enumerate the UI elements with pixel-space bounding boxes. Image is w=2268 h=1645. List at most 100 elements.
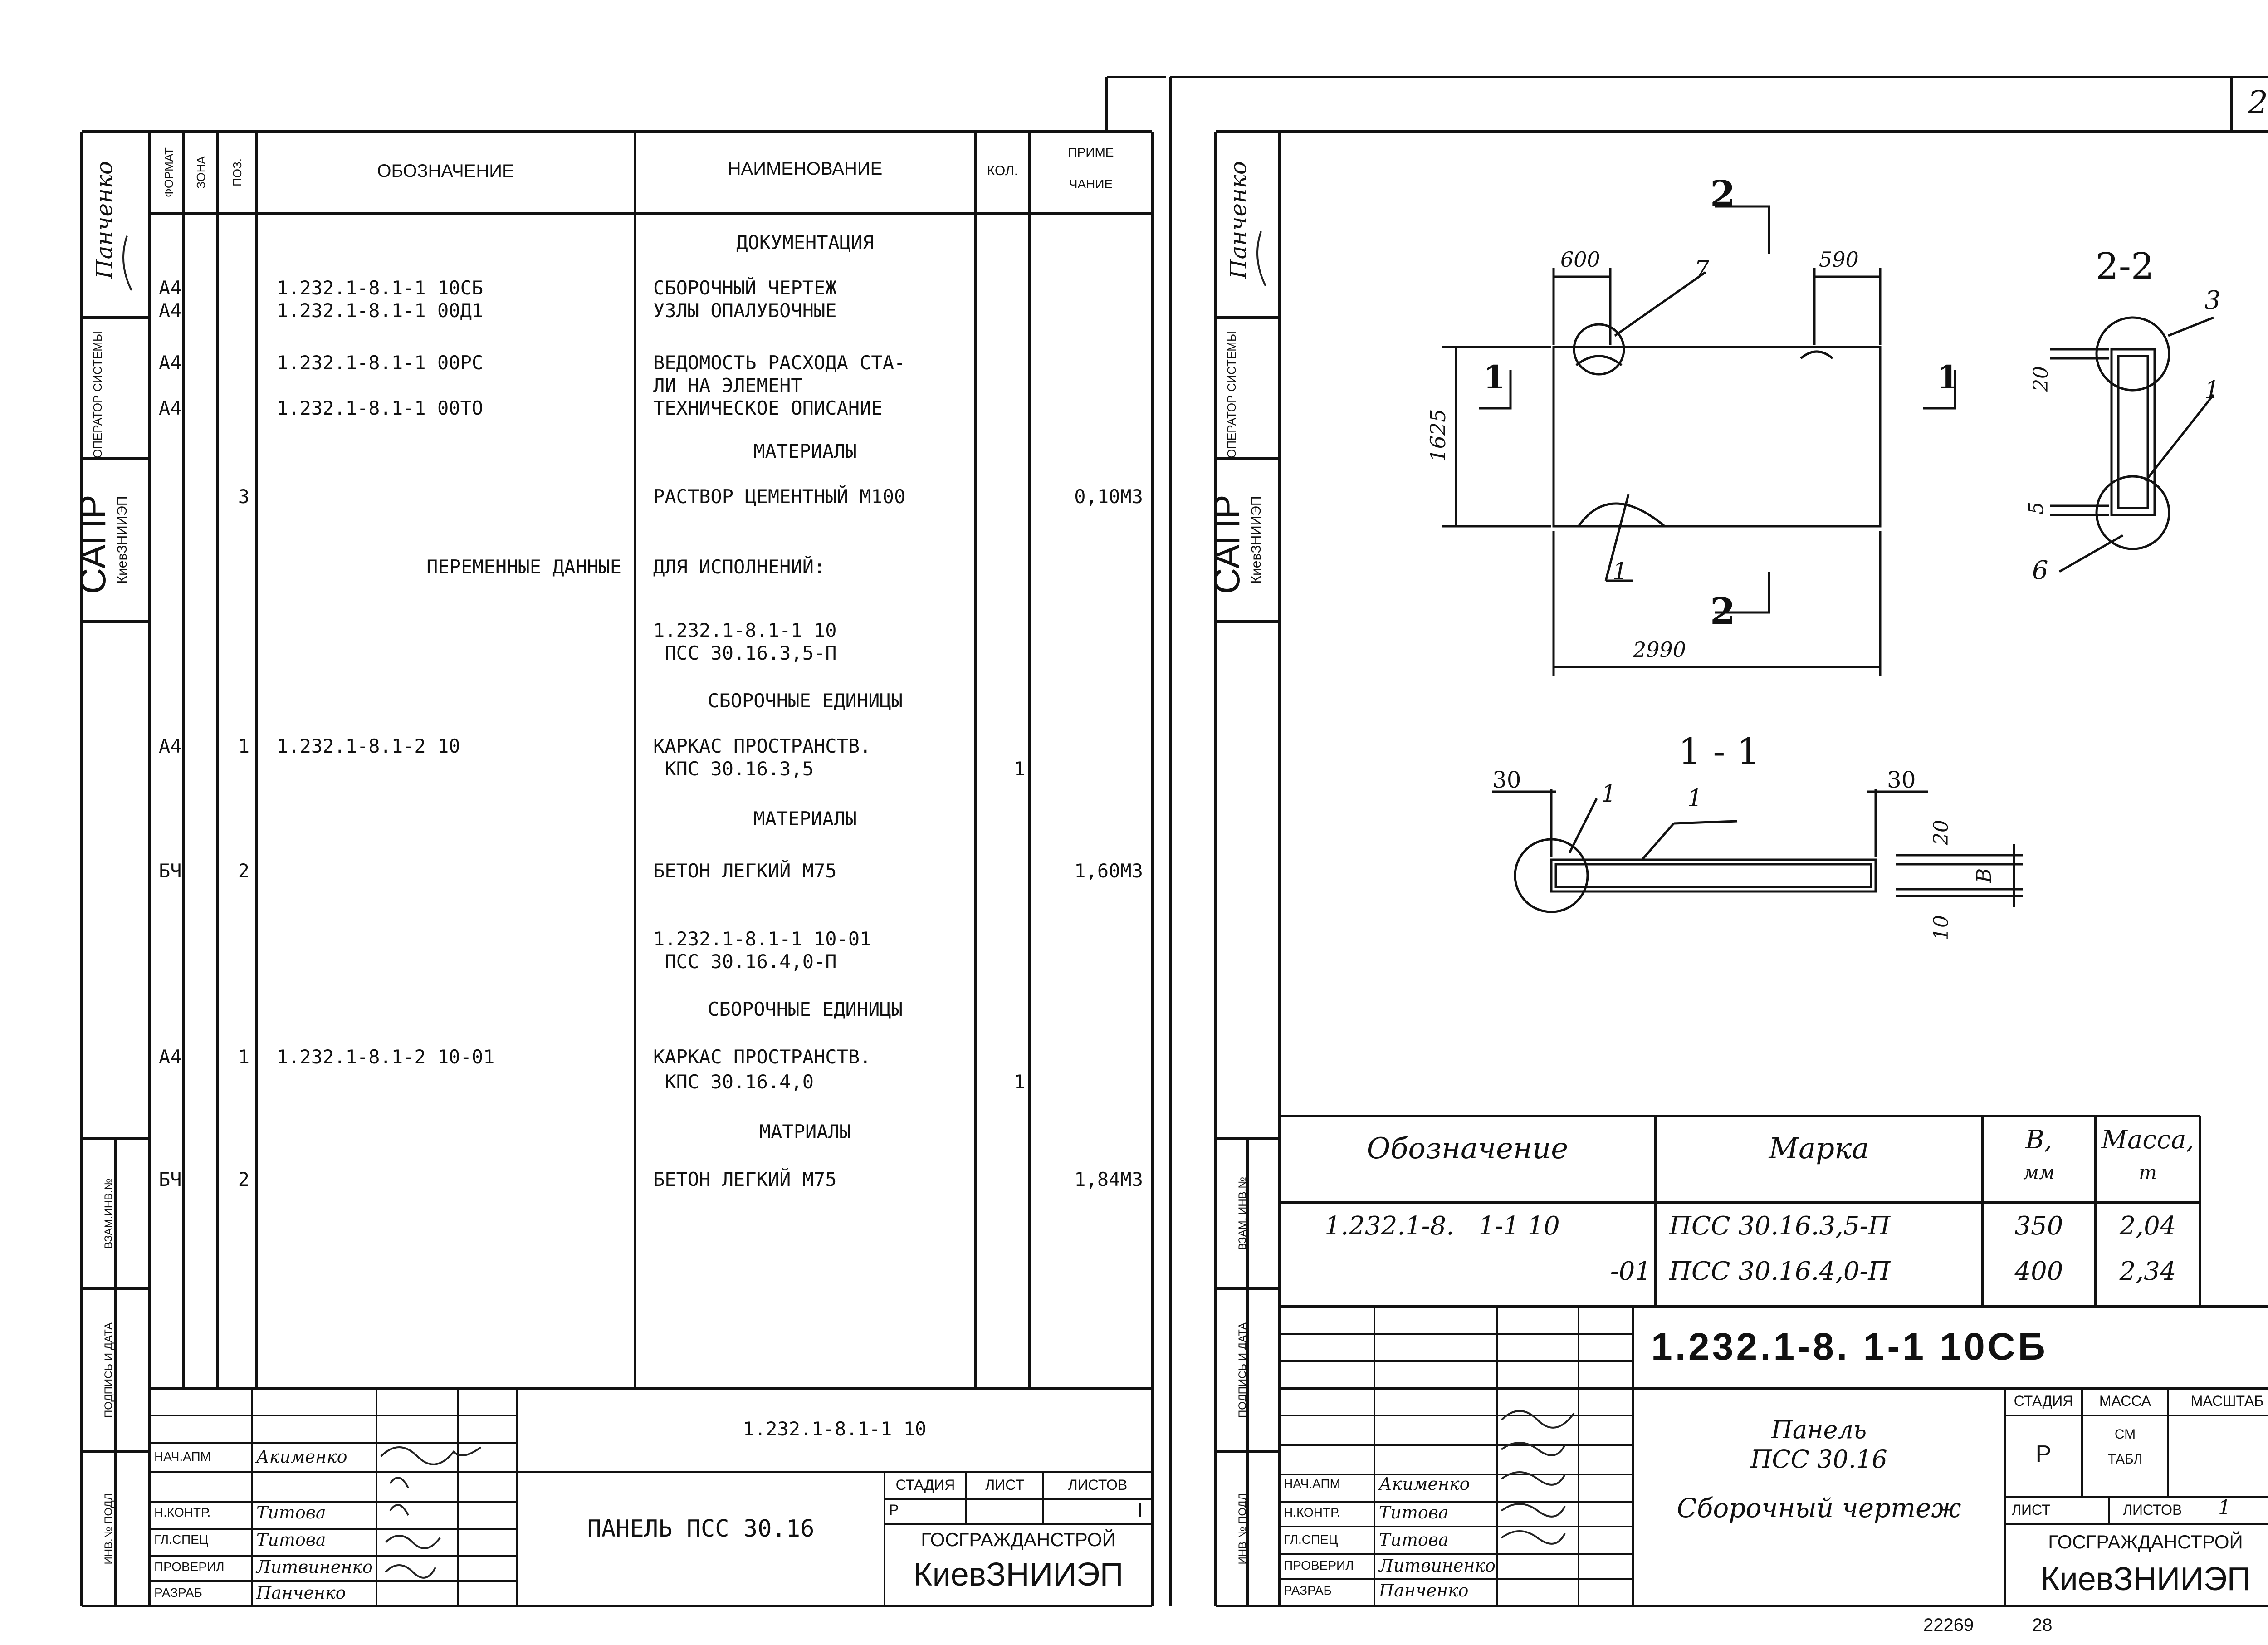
section-1-1-dim-20: 20	[1930, 820, 1953, 845]
title-role-label: ПРОВЕРИЛ	[154, 1560, 225, 1574]
right-stamp-signature-name: Панченко	[1225, 161, 1251, 279]
right-title-sheets: 1	[2218, 1496, 2231, 1519]
plan-section-mark-top: 2	[1710, 172, 1735, 215]
title-signer-name: Литвиненко	[256, 1557, 373, 1577]
spec-row-pos: 1	[238, 1046, 249, 1068]
section-1-1-dim-10: 10	[1930, 915, 1953, 940]
section-1-1-callout-1a: 1	[1601, 780, 1617, 808]
spec-row-format: БЧ	[159, 860, 182, 882]
header-name: НАИМЕНОВАНИЕ	[728, 159, 883, 179]
spec-row-format: А4	[159, 735, 182, 757]
spec-row-name: ДОКУМЕНТАЦИЯ	[736, 231, 874, 254]
right-title-mass-label: МАССА	[2099, 1393, 2151, 1409]
spec-row-name: ПСС 30.16.3,5-П	[653, 642, 837, 664]
marks-header-mark: Марка	[1769, 1132, 1869, 1165]
title-signer-name: Акименко	[256, 1447, 347, 1467]
panel-plan-view	[1442, 205, 1956, 676]
plan-dim-600: 600	[1560, 247, 1600, 272]
title-role-label: Н.КОНТР.	[1284, 1505, 1340, 1519]
right-title-sheet-label: ЛИСТ	[2012, 1502, 2051, 1518]
left-title-stage-label: СТАДИЯ	[895, 1477, 955, 1493]
spec-row-designation: ПЕРЕМЕННЫЕ ДАННЫЕ	[426, 556, 621, 578]
section-1-1	[1492, 789, 2023, 913]
spec-row-qty: 1	[1013, 758, 1025, 780]
spec-row-name: СБОРОЧНЫЕ ЕДИНИЦЫ	[708, 998, 903, 1020]
header-format: ФОРМАТ	[162, 147, 176, 197]
plan-section-mark-bottom: 2	[1710, 590, 1735, 632]
spec-row-name: МАТЕРИАЛЫ	[753, 808, 857, 830]
left-stamp-label-vzam: ВЗАМ.ИНВ.№	[103, 1178, 115, 1249]
title-role-label: НАЧ.АПМ	[154, 1449, 211, 1464]
spec-row-format: БЧ	[159, 1168, 182, 1190]
title-role-label: Н.КОНТР.	[154, 1505, 211, 1519]
right-title-name-2: ПСС 30.16	[1750, 1445, 1887, 1474]
spec-row-pos: 3	[238, 485, 249, 508]
title-signer-name: Титова	[256, 1503, 326, 1523]
left-title-sheet-label: ЛИСТ	[985, 1477, 1024, 1493]
spec-row-qty: 1	[1013, 1071, 1025, 1093]
marks-row1-mark: ПСС 30.16.3,5-П	[1669, 1211, 1891, 1241]
header-note-line1: ПРИМЕ	[1068, 145, 1114, 159]
left-stamp-sapr-org: КиевЗНИИЭП	[115, 496, 130, 584]
spec-row-note: 1,60М3	[1074, 860, 1143, 882]
left-title-org-1: ГОСГРАЖДАНСТРОЙ	[921, 1529, 1116, 1550]
section-1-1-dim-b: В	[1973, 868, 1996, 883]
right-title-stage: Р	[2035, 1441, 2052, 1467]
section-2-2-dim-5: 5	[2025, 502, 2048, 514]
spec-row-format: А4	[159, 277, 182, 299]
spec-row-note: 1,84М3	[1074, 1168, 1143, 1190]
spec-row-name: КАРКАС ПРОСТРАНСТВ.	[653, 1046, 871, 1068]
right-stamp-sapr-title: САПР	[1207, 494, 1247, 594]
right-stamp-sapr-org: КиевЗНИИЭП	[1249, 496, 1264, 584]
footer-number: 22269	[1923, 1615, 1974, 1635]
plan-section1-mark-left: 1	[1483, 358, 1505, 396]
left-title-org-2: КиевЗНИИЭП	[913, 1557, 1124, 1593]
spec-row-pos: 2	[238, 1168, 249, 1190]
spec-row-name: КПС 30.16.4,0	[653, 1071, 814, 1093]
plan-callout-7: 7	[1694, 256, 1710, 284]
title-signer-name: Панченко	[1379, 1581, 1469, 1601]
spec-row-name: РАСТВОР ЦЕМЕНТНЫЙ М100	[653, 485, 906, 508]
signature-scribbles	[122, 231, 1575, 1579]
spec-row-name: БЕТОН ЛЕГКИЙ М75	[653, 860, 837, 882]
left-title-sheets-label: ЛИСТОВ	[1068, 1477, 1128, 1493]
spec-row-designation: 1.232.1-8.1-1 00ТО	[277, 397, 484, 419]
spec-row-name: СБОРОЧНЫЙ ЧЕРТЕЖ	[653, 277, 837, 299]
section-2-2-dim-20: 20	[2029, 366, 2053, 392]
spec-row-pos: 2	[238, 860, 249, 882]
spec-row-format: А4	[159, 352, 182, 374]
marks-header-b-unit: мм	[2023, 1161, 2055, 1184]
left-stamp-signature-name: Панченко	[91, 161, 117, 279]
marks-row2-mark: ПСС 30.16.4,0-П	[1669, 1257, 1891, 1286]
right-title-mass-1: СМ	[2114, 1427, 2136, 1442]
spec-row-name: СБОРОЧНЫЕ ЕДИНИЦЫ	[708, 690, 903, 712]
section-1-1-callout-1b: 1	[1687, 785, 1703, 812]
header-designation: ОБОЗНАЧЕНИЕ	[377, 161, 514, 181]
section-1-1-dim-30-left: 30	[1492, 767, 1521, 793]
right-stamp-label-podpis: ПОДПИСЬ И ДАТА	[1237, 1322, 1249, 1418]
right-stamp-operator-label: ОПЕРАТОР СИСТЕМЫ	[1225, 331, 1238, 458]
right-title-stage-label: СТАДИЯ	[2014, 1393, 2073, 1409]
marks-row1-b: 350	[2014, 1211, 2063, 1241]
left-stamp-sapr-title: САПР	[73, 494, 113, 594]
plan-callout-1: 1	[1613, 558, 1628, 585]
section-1-1-title: 1 - 1	[1678, 730, 1760, 773]
plan-dim-2990: 2990	[1633, 637, 1686, 662]
title-role-label: РАЗРАБ	[1284, 1583, 1332, 1597]
spec-row-format: А4	[159, 299, 182, 322]
spec-row-note: 0,10М3	[1074, 485, 1143, 508]
marks-header-designation: Обозначение	[1366, 1132, 1569, 1165]
section-2-2	[2050, 316, 2214, 573]
spec-row-name: ПСС 30.16.4,0-П	[653, 950, 837, 973]
left-title-name: ПАНЕЛЬ ПСС 30.16	[587, 1515, 815, 1542]
right-title-doc-code: 1.232.1-8. 1-1 10СБ	[1651, 1325, 2048, 1368]
header-note-line2: ЧАНИЕ	[1069, 177, 1113, 191]
right-stamp-label-inv: ИНВ № ПОДЛ	[1237, 1493, 1249, 1565]
right-stamp-label-vzam: ВЗАМ. ИНВ.№	[1237, 1176, 1249, 1251]
title-signer-name: Литвиненко	[1379, 1556, 1496, 1576]
section-1-1-dim-30-right: 30	[1887, 767, 1916, 793]
left-stamp-label-inv: ИНВ.№ ПОДЛ	[103, 1493, 115, 1565]
sheet-number: 27	[2248, 84, 2268, 121]
right-title-org-1: ГОСГРАЖДАНСТРОЙ	[2048, 1531, 2243, 1552]
